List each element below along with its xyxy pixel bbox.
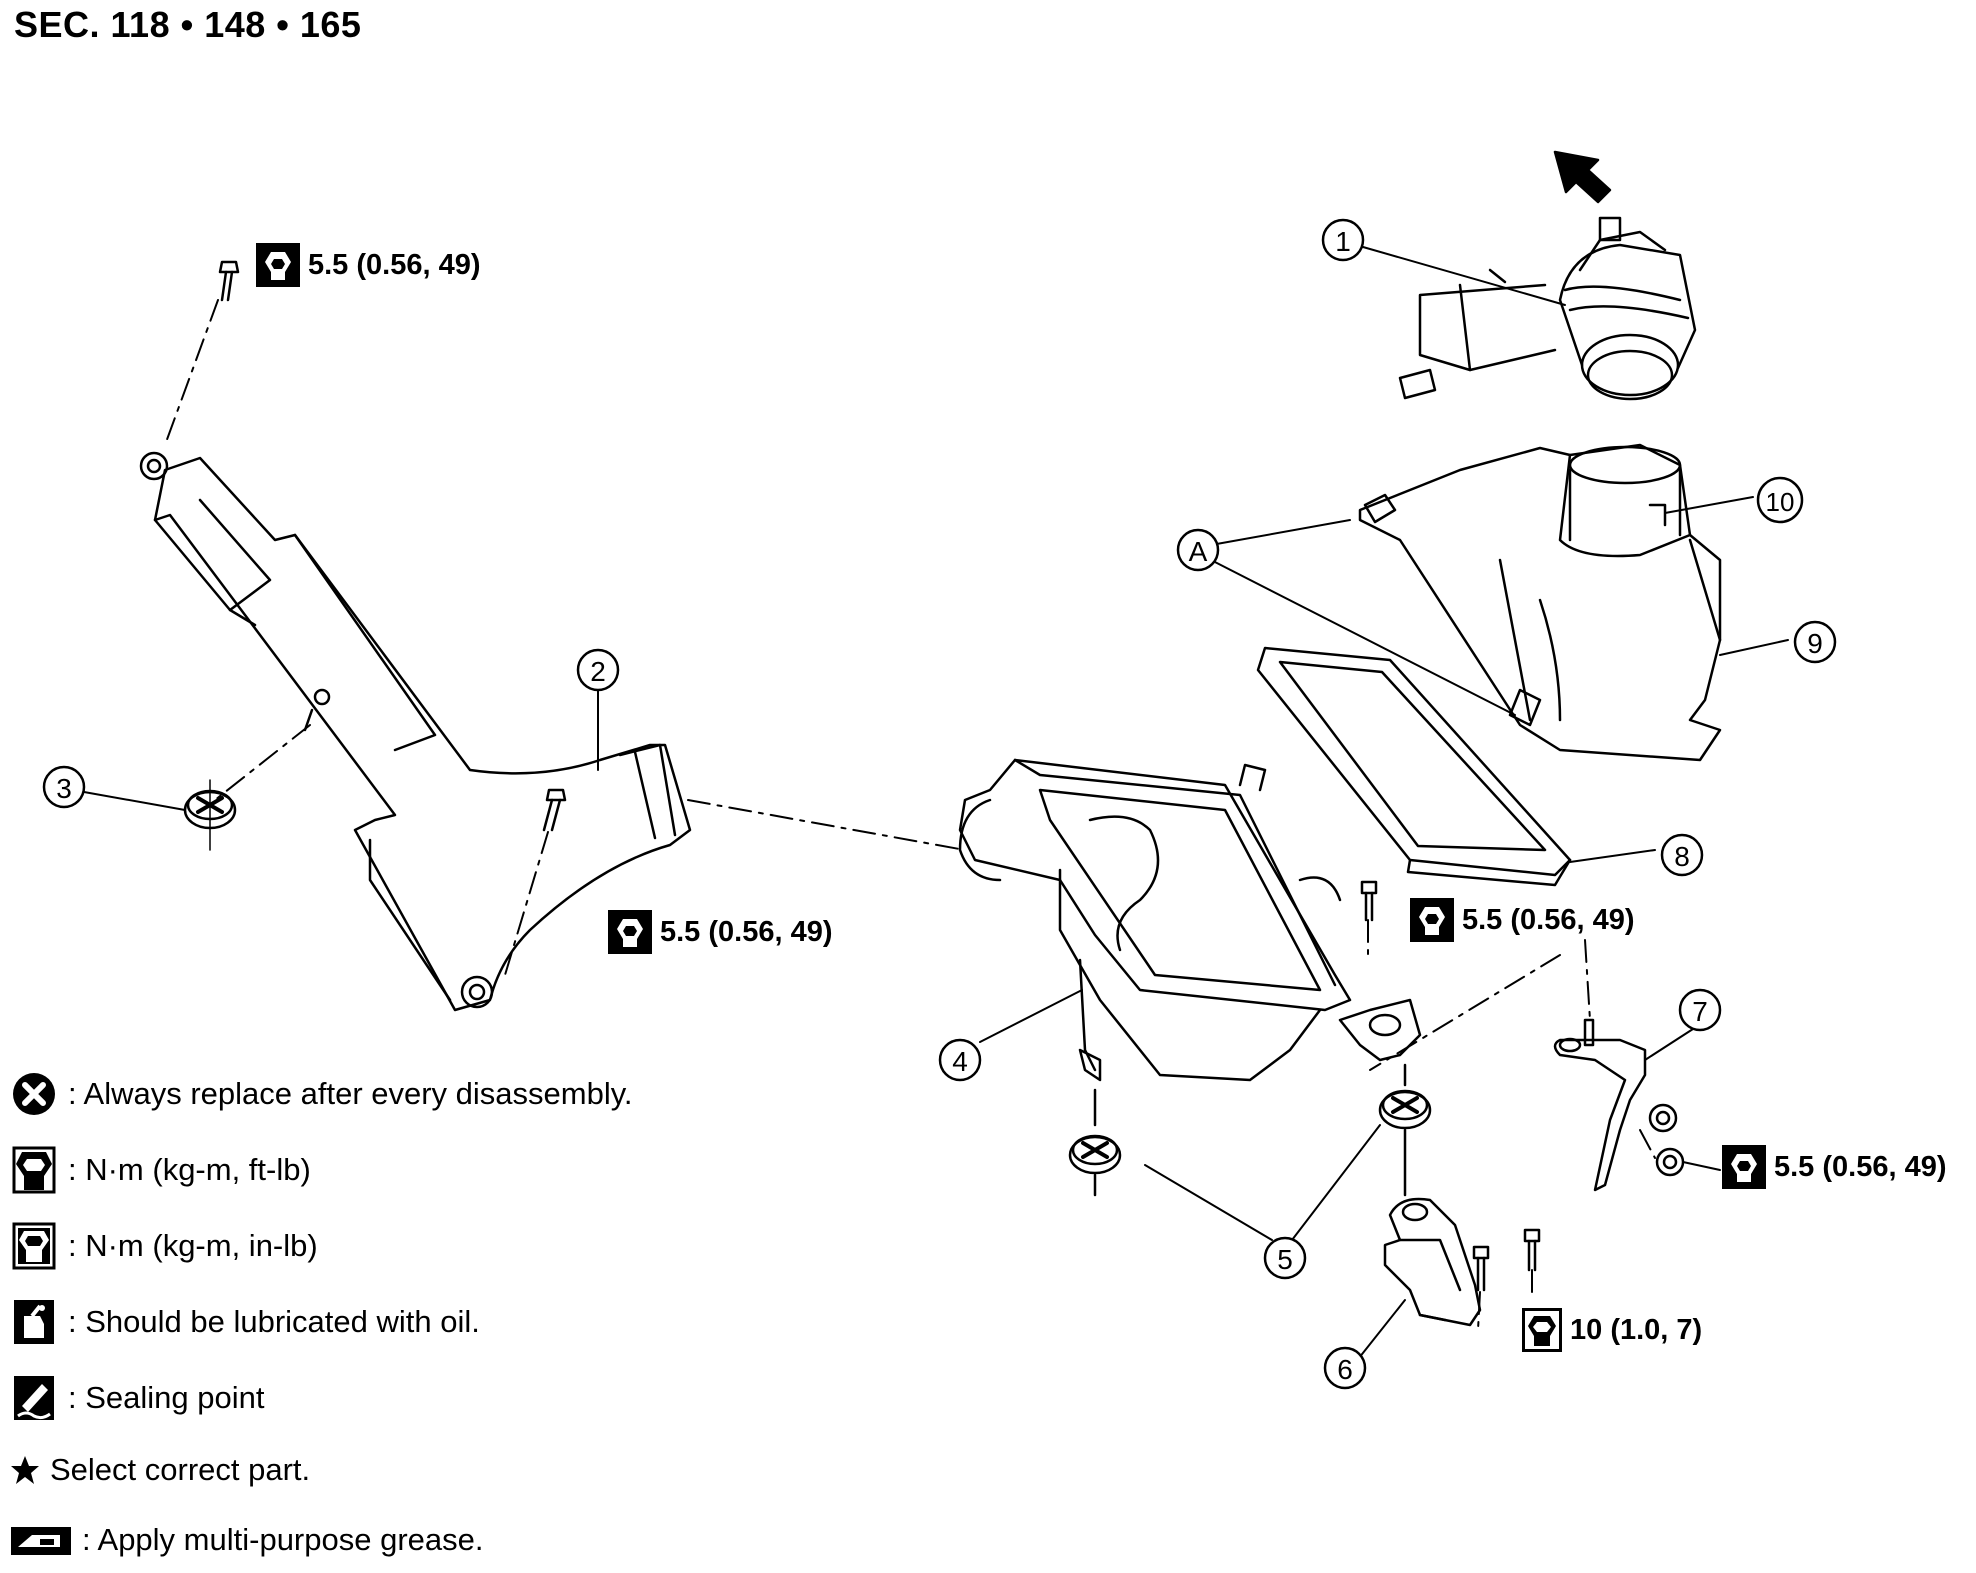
leader-lines (83, 246, 1789, 1364)
torque-inlb-icon (10, 1222, 58, 1270)
svg-text:3: 3 (56, 773, 72, 804)
front-direction-arrow-icon (1553, 150, 1612, 204)
bolt-bracket6-b (1523, 1228, 1541, 1272)
svg-text:8: 8 (1674, 841, 1690, 872)
oil-can-icon (10, 1298, 58, 1346)
bolt-center (1360, 880, 1378, 922)
legend-row-always-replace: : Always replace after every disassembly… (10, 1070, 633, 1118)
svg-text:10: 10 (1766, 487, 1795, 517)
svg-text:6: 6 (1337, 1354, 1353, 1385)
legend-row-torque-inlb: : N·m (kg-m, in-lb) (10, 1222, 318, 1270)
part-4-lower-case (958, 758, 1422, 1082)
legend-row-grease: : Apply multi-purpose grease. (10, 1516, 484, 1564)
legend-text: : Sealing point (68, 1380, 265, 1415)
legend-text: : Should be lubricated with oil. (68, 1304, 480, 1339)
torque-value: 10 (1.0, 7) (1570, 1313, 1703, 1346)
part-7-bracket (1553, 1018, 1685, 1192)
callout-7: 7 (1678, 988, 1722, 1032)
torque-spec-bracket-7: 5.5 (0.56, 49) (1722, 1145, 1947, 1189)
torque-spec-top-left: 5.5 (0.56, 49) (256, 243, 481, 287)
svg-text:9: 9 (1807, 628, 1823, 659)
part-8-filter-element (1256, 646, 1572, 887)
part-1-air-duct-sensor (1398, 216, 1697, 401)
torque-value: 5.5 (0.56, 49) (308, 248, 481, 281)
torque-value: 5.5 (0.56, 49) (1462, 903, 1635, 936)
legend-text: : Apply multi-purpose grease. (82, 1522, 484, 1557)
svg-text:5: 5 (1277, 1244, 1293, 1275)
legend-text: : N·m (kg-m, in-lb) (68, 1228, 318, 1263)
torque-ftlb-icon (1522, 1308, 1562, 1352)
legend-text: : N·m (kg-m, ft-lb) (68, 1152, 311, 1187)
torque-inlb-icon (1722, 1145, 1766, 1189)
svg-text:1: 1 (1335, 226, 1351, 257)
legend-text: : Always replace after every disassembly… (68, 1076, 633, 1111)
part-2-air-duct (139, 451, 692, 1012)
bolt-bracket6-a (1472, 1245, 1490, 1292)
callout-3: 3 (42, 765, 86, 809)
callout-9: 9 (1793, 620, 1837, 664)
bolt-duct (542, 788, 567, 832)
torque-inlb-icon (1410, 898, 1454, 942)
callout-8: 8 (1660, 833, 1704, 877)
part-3-clip (183, 779, 237, 851)
torque-spec-center: 5.5 (0.56, 49) (1410, 898, 1635, 942)
star-icon (10, 1446, 40, 1494)
callout-6: 6 (1323, 1346, 1367, 1390)
grease-gun-icon (10, 1516, 72, 1564)
torque-spec-duct: 5.5 (0.56, 49) (608, 910, 833, 954)
svg-text:7: 7 (1692, 996, 1708, 1027)
callout-4: 4 (938, 1038, 982, 1082)
callout-10: 10 (1756, 476, 1804, 524)
svg-text:2: 2 (590, 656, 606, 687)
callout-A: A (1176, 528, 1220, 572)
torque-value: 5.5 (0.56, 49) (660, 915, 833, 948)
always-replace-icon (10, 1070, 58, 1118)
torque-inlb-icon (608, 910, 652, 954)
callout-5: 5 (1263, 1236, 1307, 1280)
bolt-top-left (218, 260, 240, 302)
legend-row-torque-ftlb: : N·m (kg-m, ft-lb) (10, 1146, 311, 1194)
part-9-upper-case (1358, 443, 1722, 762)
callout-2: 2 (576, 648, 620, 692)
part-6-bracket (1383, 1197, 1482, 1327)
section-title: SEC. 118 • 148 • 165 (14, 4, 362, 45)
legend-row-sealing: : Sealing point (10, 1374, 264, 1422)
torque-value: 5.5 (0.56, 49) (1774, 1150, 1947, 1183)
torque-spec-bracket-6: 10 (1.0, 7) (1522, 1308, 1702, 1352)
torque-ftlb-icon (10, 1146, 58, 1194)
svg-text:A: A (1189, 536, 1208, 567)
sealant-icon (10, 1374, 58, 1422)
svg-text:4: 4 (952, 1046, 968, 1077)
torque-inlb-icon (256, 243, 300, 287)
part-5-grommets (1068, 1063, 1432, 1197)
legend-row-select-part: Select correct part. (10, 1446, 310, 1494)
alignment-lines (164, 299, 1656, 1331)
callout-1: 1 (1321, 218, 1365, 262)
legend-row-oil: : Should be lubricated with oil. (10, 1298, 480, 1346)
legend-text: Select correct part. (50, 1452, 311, 1487)
